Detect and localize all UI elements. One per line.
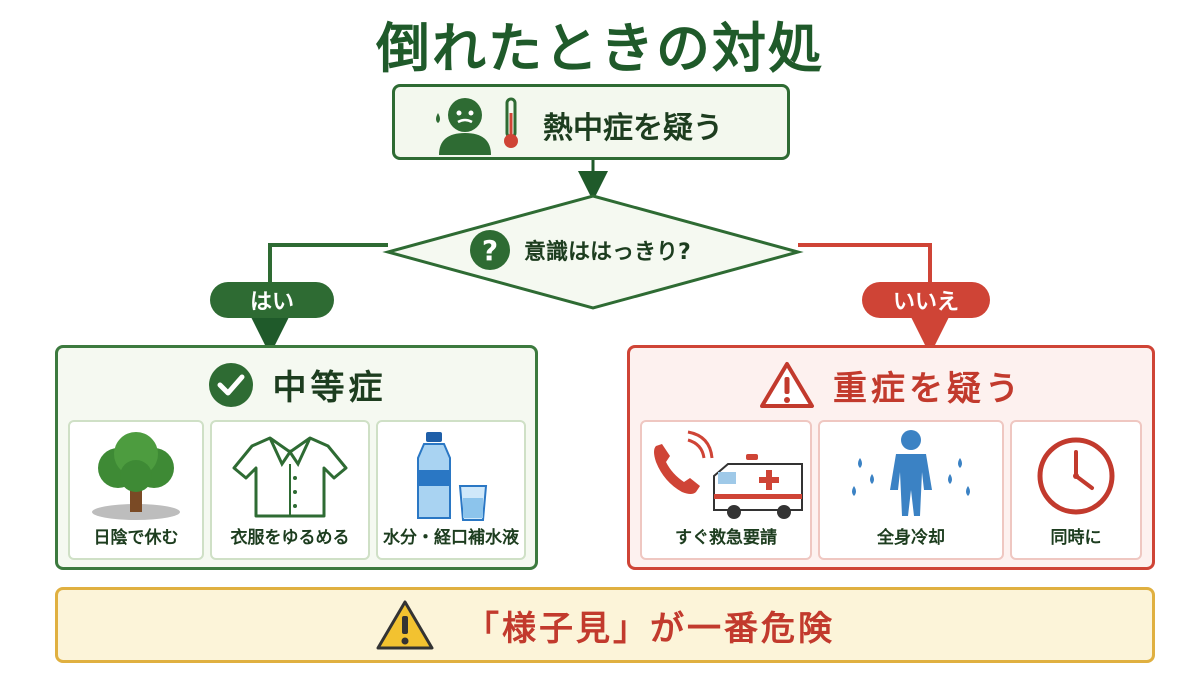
clock-icon: [1037, 437, 1115, 515]
warning-icon: [376, 600, 434, 650]
card-label: 水分・経口補水液: [383, 528, 519, 548]
card-shade-rest: 日陰で休む: [68, 420, 204, 560]
page-title: 倒れたときの対処: [376, 17, 824, 80]
question-node: ? 意識ははっきり?: [470, 228, 770, 272]
sick-person-thermometer-icon: [436, 97, 518, 155]
question-diamond: [382, 194, 804, 310]
card-label: 衣服をゆるめる: [230, 528, 350, 548]
shirt-icon: [232, 436, 348, 518]
check-circle-icon: [208, 362, 253, 407]
start-label: 熱中症を疑う: [543, 111, 723, 146]
warning-text: 「様子見」が一番危険: [465, 608, 835, 649]
card-call-ambulance: すぐ救急要請: [640, 420, 812, 560]
card-simultaneously: 同時に: [1010, 420, 1142, 560]
warning-icon: [760, 362, 814, 408]
card-label: すぐ救急要請: [675, 528, 777, 548]
question-label: 意識ははっきり?: [524, 240, 691, 265]
severe-panel: 重症を疑う すぐ救急要請 全身冷却: [627, 345, 1155, 570]
card-label: 同時に: [1050, 528, 1102, 548]
question-icon: ?: [470, 230, 510, 270]
severe-title: 重症を疑う: [833, 368, 1023, 409]
card-label: 全身冷却: [877, 528, 945, 548]
card-loosen-clothes: 衣服をゆるめる: [210, 420, 370, 560]
moderate-panel: 中等症 日陰で休む 衣服をゆるめる: [55, 345, 538, 570]
card-hydration: 水分・経口補水液: [376, 420, 526, 560]
moderate-title: 中等症: [272, 368, 387, 408]
card-whole-body-cooling: 全身冷却: [818, 420, 1004, 560]
phone-ambulance-icon: [654, 430, 803, 519]
start-box: 熱中症を疑う: [392, 84, 790, 160]
yes-branch-pill: はい: [210, 282, 334, 318]
no-branch-pill: いいえ: [862, 282, 990, 318]
water-bottle-icon: [417, 432, 488, 521]
card-label: 日陰で休む: [93, 528, 179, 548]
warning-banner: 「様子見」が一番危険: [55, 587, 1155, 663]
tree-icon: [92, 432, 180, 520]
cooling-person-icon: [852, 430, 970, 516]
